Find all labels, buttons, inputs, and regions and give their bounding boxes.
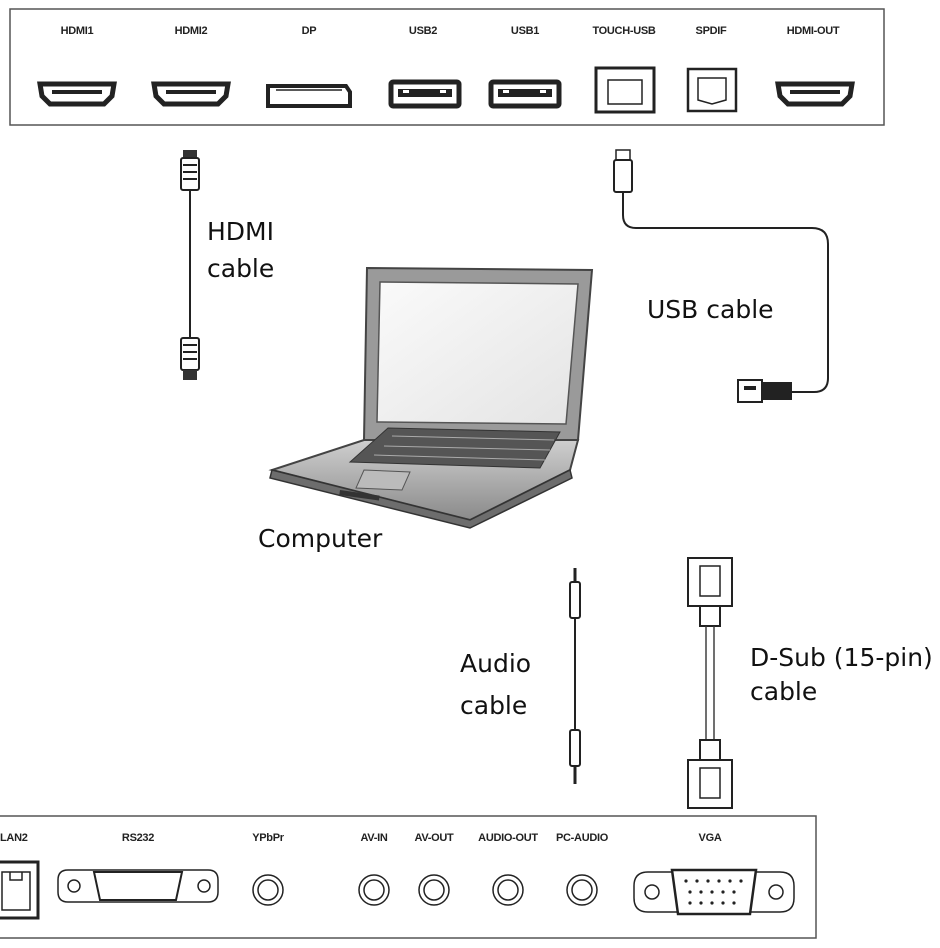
port-label-rs232: RS232 — [122, 832, 154, 844]
usb-b-plug-icon — [615, 149, 631, 161]
hdmi-port-icon — [775, 81, 855, 107]
dsub-cable — [687, 557, 733, 809]
hdmi-plug-bottom-icon — [180, 337, 200, 371]
hdmi-cable-label-line2: cable — [207, 254, 274, 283]
laptop-icon — [268, 266, 594, 529]
rca-port-icon — [358, 874, 390, 906]
dsub-cable-label-line2: cable — [750, 677, 817, 706]
port-label-av-in: AV-IN — [360, 832, 387, 844]
hdmi-plug-top-icon — [183, 150, 197, 158]
port-label-av-out: AV-OUT — [415, 832, 455, 844]
laptop-touchpad — [355, 469, 411, 491]
port-label-spdif: SPDIF — [696, 25, 727, 37]
rs232-port-icon — [57, 869, 219, 903]
vga-plug-bottom-icon — [699, 739, 721, 761]
rca-port-icon — [252, 874, 284, 906]
bottom-io-panel: LAN2 RS232 YPbPr AV-IN AV-OUT AUDIO-OUT … — [0, 815, 817, 939]
port-label-vga: VGA — [699, 832, 722, 844]
hdmi-cable-label-line1: HDMI — [207, 217, 274, 246]
hdmi-port-icon — [151, 81, 231, 107]
rca-port-icon — [418, 874, 450, 906]
audio-jack-icon — [492, 874, 524, 906]
port-label-lan2: LAN2 — [0, 832, 28, 844]
vga-port-icon — [633, 868, 795, 916]
port-label-audio-out: AUDIO-OUT — [478, 832, 538, 844]
port-label-hdmi-out: HDMI-OUT — [787, 25, 840, 37]
top-io-panel: HDMI1 HDMI2 DP USB2 USB1 TOUCH-USB SPDIF… — [9, 8, 885, 126]
usb-cable-label: USB cable — [647, 295, 774, 324]
port-label-usb1: USB1 — [511, 25, 539, 37]
usb-b-port-icon — [594, 66, 656, 114]
spdif-port-icon — [686, 67, 738, 113]
port-label-hdmi2: HDMI2 — [175, 25, 208, 37]
laptop-screen — [376, 281, 579, 425]
audio-plug-bottom-icon — [569, 729, 581, 767]
audio-cable-label-line2: cable — [460, 691, 527, 720]
usb-port-icon — [388, 79, 462, 109]
usb-cable — [613, 149, 829, 403]
audio-cable — [569, 568, 581, 784]
port-label-usb2: USB2 — [409, 25, 437, 37]
computer-label: Computer — [258, 524, 383, 553]
lan-port-icon — [0, 860, 40, 920]
port-label-dp: DP — [302, 25, 317, 37]
dsub-cable-label-line1: D-Sub (15-pin) — [750, 643, 933, 672]
port-label-ypbpr: YPbPr — [252, 832, 285, 844]
port-label-pc-audio: PC-AUDIO — [556, 832, 609, 844]
displayport-icon — [266, 84, 352, 108]
port-label-hdmi1: HDMI1 — [61, 25, 94, 37]
port-label-touch-usb: TOUCH-USB — [592, 25, 655, 37]
vga-plug-top-icon — [687, 557, 733, 607]
usb-port-icon — [488, 79, 562, 109]
usb-a-plug-icon — [760, 382, 792, 400]
hdmi-cable — [180, 150, 200, 380]
hdmi-port-icon — [37, 81, 117, 107]
audio-jack-icon — [566, 874, 598, 906]
audio-cable-label-line1: Audio — [460, 649, 531, 678]
